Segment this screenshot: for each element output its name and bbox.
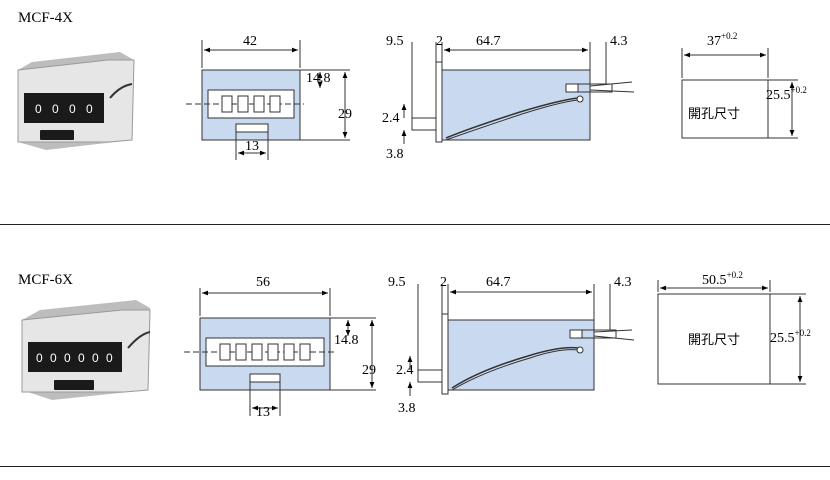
- front-height-label: 29: [362, 363, 376, 378]
- front-view: 42 29 14.8 13: [186, 34, 352, 160]
- svg-text:0: 0: [64, 351, 71, 365]
- cutout-height-label: 25.5+0.2: [766, 85, 807, 103]
- front-width-label: 56: [256, 275, 270, 290]
- offset-label: 2.4: [382, 111, 400, 126]
- flange-thickness-label: 2: [440, 275, 447, 290]
- svg-text:0: 0: [36, 351, 43, 365]
- flange-thickness-label: 2: [436, 34, 443, 49]
- depth-label: 64.7: [486, 275, 511, 290]
- side-view: 64.7 9.5 2 4.3 2.4 3.8: [388, 275, 635, 416]
- flange-label: 9.5: [388, 275, 406, 290]
- terminal-label: 4.3: [614, 275, 632, 290]
- flange-label: 9.5: [386, 34, 404, 49]
- front-height-label: 29: [338, 107, 352, 122]
- divider: [0, 224, 830, 225]
- cutout-width-label: 50.5+0.2: [702, 270, 743, 288]
- svg-text:0: 0: [92, 351, 99, 365]
- button-width-label: 13: [256, 405, 270, 420]
- window-height-label: 14.8: [306, 71, 331, 86]
- cutout-label: 開孔尺寸: [688, 333, 740, 348]
- pin-label: 3.8: [386, 147, 404, 162]
- offset-label: 2.4: [396, 363, 414, 378]
- terminal-label: 4.3: [610, 34, 628, 49]
- svg-text:0: 0: [86, 102, 93, 116]
- svg-text:0: 0: [69, 102, 76, 116]
- front-view: 56 29 14.8 13: [184, 275, 376, 420]
- pin-label: 3.8: [398, 401, 416, 416]
- side-view: 64.7 9.5 2 4.3 2.4 3.8: [382, 34, 635, 162]
- svg-text:0: 0: [106, 351, 113, 365]
- svg-text:0: 0: [78, 351, 85, 365]
- svg-text:0: 0: [52, 102, 59, 116]
- cutout: 50.5+0.2 25.5+0.2 開孔尺寸: [657, 270, 811, 385]
- divider: [0, 466, 830, 467]
- svg-text:0: 0: [35, 102, 42, 116]
- svg-text:0: 0: [50, 351, 57, 365]
- model-title: MCF-4X: [18, 10, 74, 26]
- cutout-height-label: 25.5+0.2: [770, 328, 811, 346]
- cutout: 37+0.2 25.5+0.2 開孔尺寸: [681, 31, 807, 139]
- depth-label: 64.7: [476, 34, 501, 49]
- cutout-label: 開孔尺寸: [688, 107, 740, 122]
- cutout-width-label: 37+0.2: [707, 31, 737, 49]
- front-width-label: 42: [243, 34, 257, 49]
- window-height-label: 14.8: [334, 333, 359, 348]
- model-title: MCF-6X: [18, 272, 74, 288]
- button-width-label: 13: [245, 139, 259, 154]
